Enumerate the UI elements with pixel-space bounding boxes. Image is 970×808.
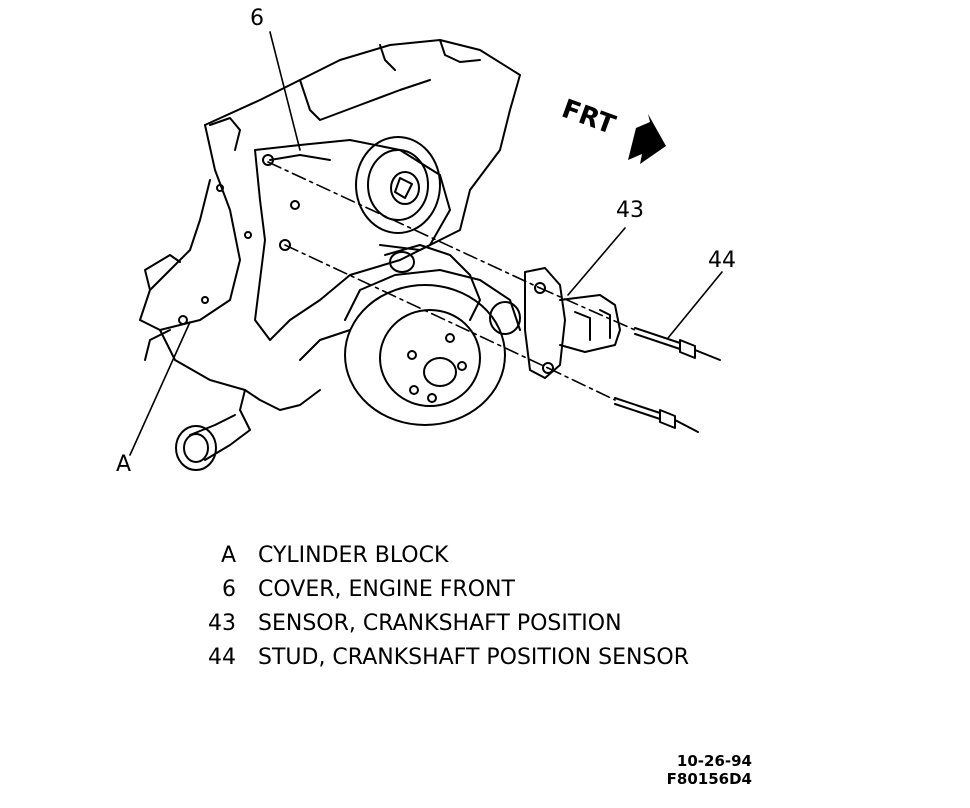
callout-44: 44 [708,248,736,273]
legend-row: 43 SENSOR, CRANKSHAFT POSITION [190,606,689,640]
figure-code: F80156D4 [666,770,752,788]
legend-key: 43 [208,610,236,636]
alignment-lines [267,161,636,401]
callout-leader-lines [129,31,723,456]
timing-pulley-drawing [355,136,441,234]
legend-text: SENSOR, CRANKSHAFT POSITION [258,610,622,636]
figure-date: 10-26-94 [676,752,752,770]
legend-key: 44 [208,644,236,670]
cylinder-block-drawing [139,39,521,391]
legend-key: A [220,542,236,568]
parts-legend: A CYLINDER BLOCK 6 COVER, ENGINE FRONT 4… [190,538,689,674]
legend-row: 6 COVER, ENGINE FRONT [190,572,689,606]
legend-text: STUD, CRANKSHAFT POSITION SENSOR [258,644,689,670]
sensor-stud-lower-drawing [614,397,699,433]
legend-text: CYLINDER BLOCK [258,542,449,568]
engine-front-diagram [129,31,723,471]
water-pump-drawing [299,269,521,426]
callout-6: 6 [250,6,264,31]
legend-key: 6 [222,576,236,602]
legend-row: 44 STUD, CRANKSHAFT POSITION SENSOR [190,640,689,674]
callout-43: 43 [616,198,644,223]
crankshaft-sensor-drawing [524,267,621,379]
sensor-stud-upper-drawing [634,327,721,361]
front-direction-arrow-icon [628,114,666,164]
callout-a: A [116,452,132,477]
sensor-mount-drawing [384,244,521,335]
inlet-pipe-drawing [175,389,321,471]
legend-text: COVER, ENGINE FRONT [258,576,515,602]
figure-footer: 10-26-94 F80156D4 [667,752,752,788]
engine-front-cover-drawing [254,139,451,341]
legend-row: A CYLINDER BLOCK [190,538,689,572]
